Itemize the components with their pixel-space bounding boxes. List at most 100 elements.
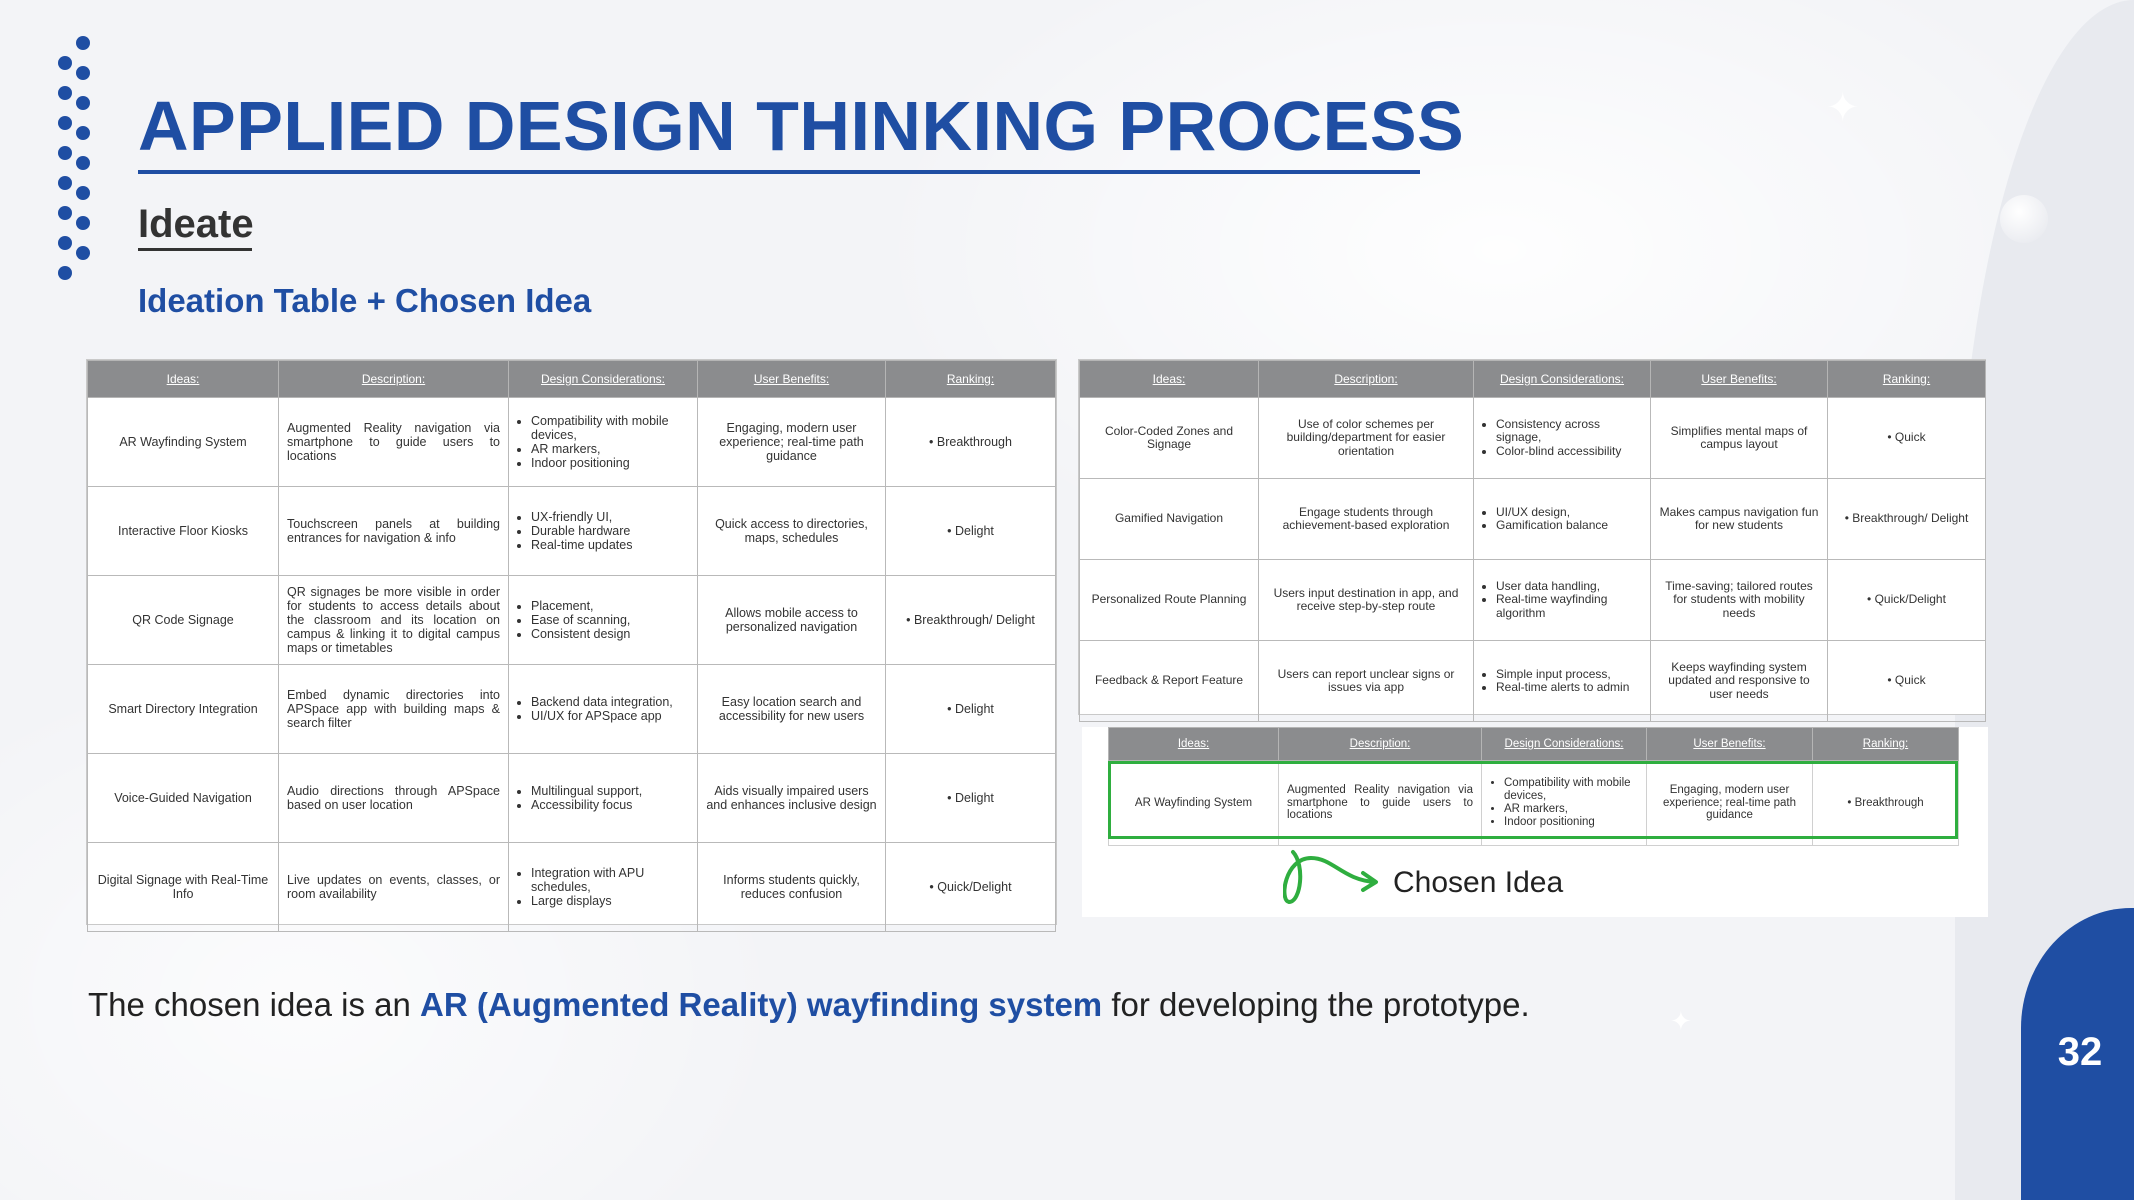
idea-cell: Interactive Floor Kiosks xyxy=(87,486,279,576)
page-title: APPLIED DESIGN THINKING PROCESS xyxy=(138,87,1465,165)
benefits-cell: Informs students quickly, reduces confus… xyxy=(697,842,886,932)
consideration-item: AR markers, xyxy=(1504,803,1638,816)
table-header-row: Ideas: Description: Design Consideration… xyxy=(87,360,1056,398)
description-cell: Users input destination in app, and rece… xyxy=(1258,559,1474,641)
idea-cell: Smart Directory Integration xyxy=(87,664,279,754)
consideration-item: Multilingual support, xyxy=(531,784,689,798)
idea-cell: Feedback & Report Feature xyxy=(1079,640,1259,722)
consideration-item: AR markers, xyxy=(531,442,689,456)
conclusion-highlight: AR (Augmented Reality) wayfinding system xyxy=(420,986,1103,1023)
consideration-item: UI/UX design, xyxy=(1496,505,1642,519)
considerations-cell: Compatibility with mobile devices, AR ma… xyxy=(1481,760,1647,846)
consideration-item: Compatibility with mobile devices, xyxy=(1504,777,1638,803)
benefits-cell: Allows mobile access to personalized nav… xyxy=(697,575,886,665)
idea-cell: Personalized Route Planning xyxy=(1079,559,1259,641)
consideration-item: Real-time wayfinding algorithm xyxy=(1496,593,1642,620)
ranking-cell: • Quick/Delight xyxy=(885,842,1056,932)
header-ranking: Ranking: xyxy=(1812,727,1959,761)
header-ideas: Ideas: xyxy=(1108,727,1279,761)
header-description: Description: xyxy=(1258,360,1474,398)
idea-cell: AR Wayfinding System xyxy=(87,397,279,487)
header-ranking: Ranking: xyxy=(885,360,1056,398)
consideration-item: Accessibility focus xyxy=(531,798,689,812)
curved-arrow-icon xyxy=(1283,850,1378,905)
considerations-cell: User data handling, Real-time wayfinding… xyxy=(1473,559,1651,641)
conclusion-prefix: The chosen idea is an xyxy=(88,986,421,1023)
header-ideas: Ideas: xyxy=(1079,360,1259,398)
ranking-cell: • Breakthrough xyxy=(1812,760,1959,846)
considerations-cell: UX-friendly UI, Durable hardware Real-ti… xyxy=(508,486,698,576)
ranking-cell: • Breakthrough/ Delight xyxy=(1827,478,1986,560)
benefits-cell: Engaging, modern user experience; real-t… xyxy=(697,397,886,487)
sparkle-icon: ✦ xyxy=(1826,86,1860,130)
considerations-cell: Backend data integration, UI/UX for APSp… xyxy=(508,664,698,754)
considerations-cell: Placement, Ease of scanning, Consistent … xyxy=(508,575,698,665)
table-row: Personalized Route Planning Users input … xyxy=(1079,559,1986,641)
consideration-item: Indoor positioning xyxy=(531,456,689,470)
header-ideas: Ideas: xyxy=(87,360,279,398)
description-cell: Engage students through achievement-base… xyxy=(1258,478,1474,560)
idea-cell: Color-Coded Zones and Signage xyxy=(1079,397,1259,479)
decorative-bubble xyxy=(2000,195,2048,243)
description-cell: Touchscreen panels at building entrances… xyxy=(278,486,509,576)
idea-cell: AR Wayfinding System xyxy=(1108,760,1279,846)
benefits-cell: Keeps wayfinding system updated and resp… xyxy=(1650,640,1828,722)
header-user-benefits: User Benefits: xyxy=(697,360,886,398)
consideration-item: Integration with APU schedules, xyxy=(531,866,689,894)
consideration-item: Durable hardware xyxy=(531,524,689,538)
benefits-cell: Engaging, modern user experience; real-t… xyxy=(1646,760,1813,846)
consideration-item: UI/UX for APSpace app xyxy=(531,709,689,723)
header-user-benefits: User Benefits: xyxy=(1646,727,1813,761)
consideration-item: User data handling, xyxy=(1496,579,1642,593)
benefits-cell: Makes campus navigation fun for new stud… xyxy=(1650,478,1828,560)
consideration-item: Placement, xyxy=(531,599,689,613)
consideration-item: Gamification balance xyxy=(1496,518,1642,532)
benefits-cell: Aids visually impaired users and enhance… xyxy=(697,753,886,843)
table-row: Feedback & Report Feature Users can repo… xyxy=(1079,640,1986,722)
consideration-item: Large displays xyxy=(531,894,689,908)
ranking-cell: • Breakthrough/ Delight xyxy=(885,575,1056,665)
table-header-row: Ideas: Description: Design Consideration… xyxy=(1079,360,1986,398)
ranking-cell: • Quick/Delight xyxy=(1827,559,1986,641)
table-row: Gamified Navigation Engage students thro… xyxy=(1079,478,1986,560)
description-cell: QR signages be more visible in order for… xyxy=(278,575,509,665)
table-row: Interactive Floor Kiosks Touchscreen pan… xyxy=(87,486,1056,576)
benefits-cell: Easy location search and accessibility f… xyxy=(697,664,886,754)
description-cell: Embed dynamic directories into APSpace a… xyxy=(278,664,509,754)
header-user-benefits: User Benefits: xyxy=(1650,360,1828,398)
ranking-cell: • Breakthrough xyxy=(885,397,1056,487)
description-cell: Audio directions through APSpace based o… xyxy=(278,753,509,843)
decorative-dots xyxy=(48,36,98,286)
consideration-item: Real-time alerts to admin xyxy=(1496,680,1642,694)
chosen-idea-label: Chosen Idea xyxy=(1393,866,1564,899)
header-description: Description: xyxy=(278,360,509,398)
description-cell: Use of color schemes per building/depart… xyxy=(1258,397,1474,479)
description-cell: Augmented Reality navigation via smartph… xyxy=(1278,760,1482,846)
conclusion-suffix: for developing the prototype. xyxy=(1102,986,1530,1023)
ranking-cell: • Delight xyxy=(885,664,1056,754)
considerations-cell: Compatibility with mobile devices, AR ma… xyxy=(508,397,698,487)
section-underline xyxy=(138,248,252,251)
page-number: 32 xyxy=(2057,1030,2103,1074)
description-cell: Augmented Reality navigation via smartph… xyxy=(278,397,509,487)
consideration-item: Consistency across signage, xyxy=(1496,417,1642,445)
ranking-cell: • Delight xyxy=(885,753,1056,843)
considerations-cell: UI/UX design, Gamification balance xyxy=(1473,478,1651,560)
ranking-cell: • Delight xyxy=(885,486,1056,576)
idea-cell: Digital Signage with Real-Time Info xyxy=(87,842,279,932)
header-design-considerations: Design Considerations: xyxy=(508,360,698,398)
consideration-item: Indoor positioning xyxy=(1504,816,1638,829)
consideration-item: UX-friendly UI, xyxy=(531,510,689,524)
considerations-cell: Consistency across signage, Color-blind … xyxy=(1473,397,1651,479)
header-ranking: Ranking: xyxy=(1827,360,1986,398)
title-underline xyxy=(138,170,1420,174)
consideration-item: Real-time updates xyxy=(531,538,689,552)
header-design-considerations: Design Considerations: xyxy=(1473,360,1651,398)
sparkle-icon: ✦ xyxy=(1670,1006,1692,1036)
header-design-considerations: Design Considerations: xyxy=(1481,727,1647,761)
table-row: Color-Coded Zones and Signage Use of col… xyxy=(1079,397,1986,479)
table-row: AR Wayfinding System Augmented Reality n… xyxy=(87,397,1056,487)
ranking-cell: • Quick xyxy=(1827,397,1986,479)
subtitle: Ideation Table + Chosen Idea xyxy=(138,282,592,319)
table-header-row: Ideas: Description: Design Consideration… xyxy=(1108,727,1959,761)
